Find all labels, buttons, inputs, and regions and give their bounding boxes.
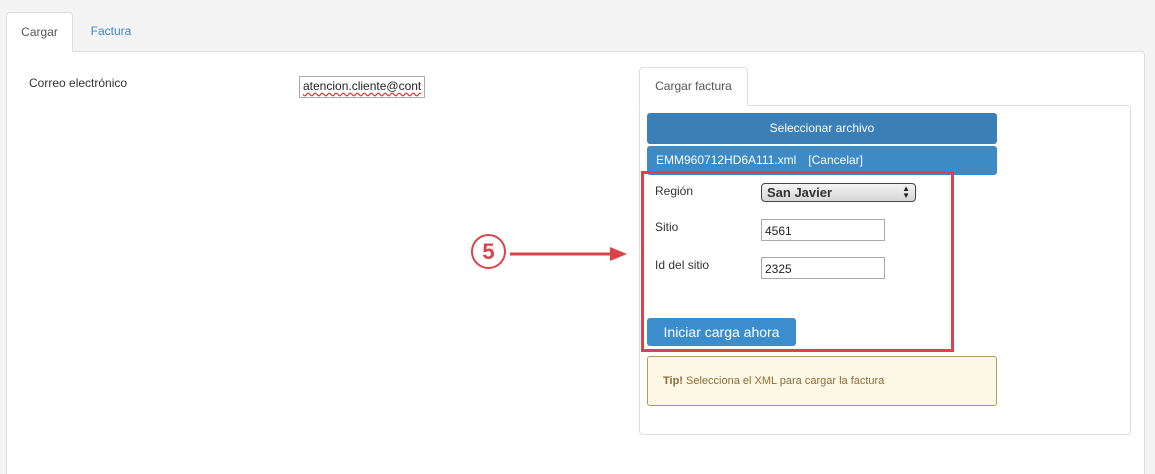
tip-strong: Tip!	[663, 375, 683, 387]
site-label: Sitio	[655, 220, 679, 234]
highlight-box	[641, 171, 954, 352]
main-panel: Correo electrónico atencion.cliente@cont…	[6, 51, 1145, 474]
email-label: Correo electrónico	[29, 76, 128, 90]
selected-file-row: EMM960712HD6A111.xml [Cancelar]	[647, 146, 997, 175]
site-id-label: Id del sitio	[655, 258, 710, 272]
region-select[interactable]: San Javier ▲▼	[761, 183, 916, 202]
upload-panel: Seleccionar archivo EMM960712HD6A111.xml…	[639, 105, 1131, 435]
select-file-button[interactable]: Seleccionar archivo	[647, 113, 997, 144]
tab-cargar[interactable]: Cargar	[6, 12, 73, 52]
region-label: Región	[655, 184, 694, 198]
cancel-file-link[interactable]: [Cancelar]	[808, 153, 863, 167]
start-upload-button[interactable]: Iniciar carga ahora	[647, 318, 796, 346]
email-field[interactable]: atencion.cliente@cont	[299, 76, 425, 98]
tab-factura[interactable]: Factura	[90, 24, 132, 38]
tab-cargar-factura[interactable]: Cargar factura	[639, 67, 748, 106]
select-arrows-icon: ▲▼	[902, 184, 910, 200]
step-number-badge: 5	[471, 234, 506, 269]
site-id-input[interactable]: 2325	[761, 257, 885, 279]
tip-alert: Tip! Selecciona el XML para cargar la fa…	[647, 356, 997, 406]
site-input[interactable]: 4561	[761, 219, 885, 241]
arrow-right-icon	[510, 247, 627, 261]
email-value: atencion.cliente@cont	[303, 79, 422, 93]
region-value: San Javier	[767, 185, 833, 200]
file-name: EMM960712HD6A111.xml	[656, 153, 797, 167]
tip-text: Selecciona el XML para cargar la factura	[682, 375, 885, 387]
